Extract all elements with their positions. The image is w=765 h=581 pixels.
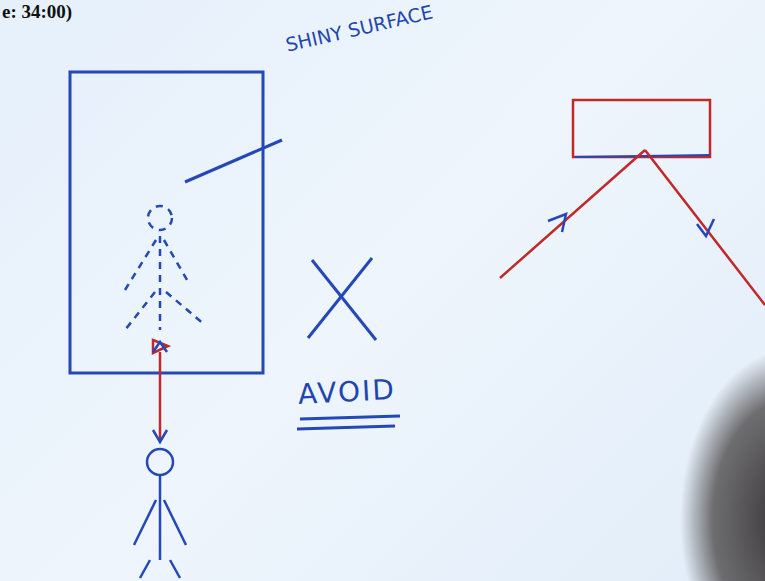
slide-time: e: 34:00) xyxy=(2,1,72,23)
underline xyxy=(297,416,400,429)
arrow-head xyxy=(548,214,714,236)
sight-arrow xyxy=(159,352,162,440)
arrow-head xyxy=(153,430,167,442)
surface-line xyxy=(575,155,710,157)
leader-line xyxy=(185,140,282,182)
reflecting-surface xyxy=(573,100,710,157)
warning-label: AVOID xyxy=(297,373,396,411)
light-ray xyxy=(500,150,765,305)
cross-mark xyxy=(308,258,376,340)
reflection-point xyxy=(153,340,168,353)
stick-figure xyxy=(134,449,186,578)
reflection-figure xyxy=(125,206,205,330)
mirror-outline xyxy=(70,72,263,373)
arrow-head xyxy=(153,342,167,352)
hand-shadow xyxy=(680,350,765,581)
surface-label: SHINY SURFACE xyxy=(284,1,435,56)
